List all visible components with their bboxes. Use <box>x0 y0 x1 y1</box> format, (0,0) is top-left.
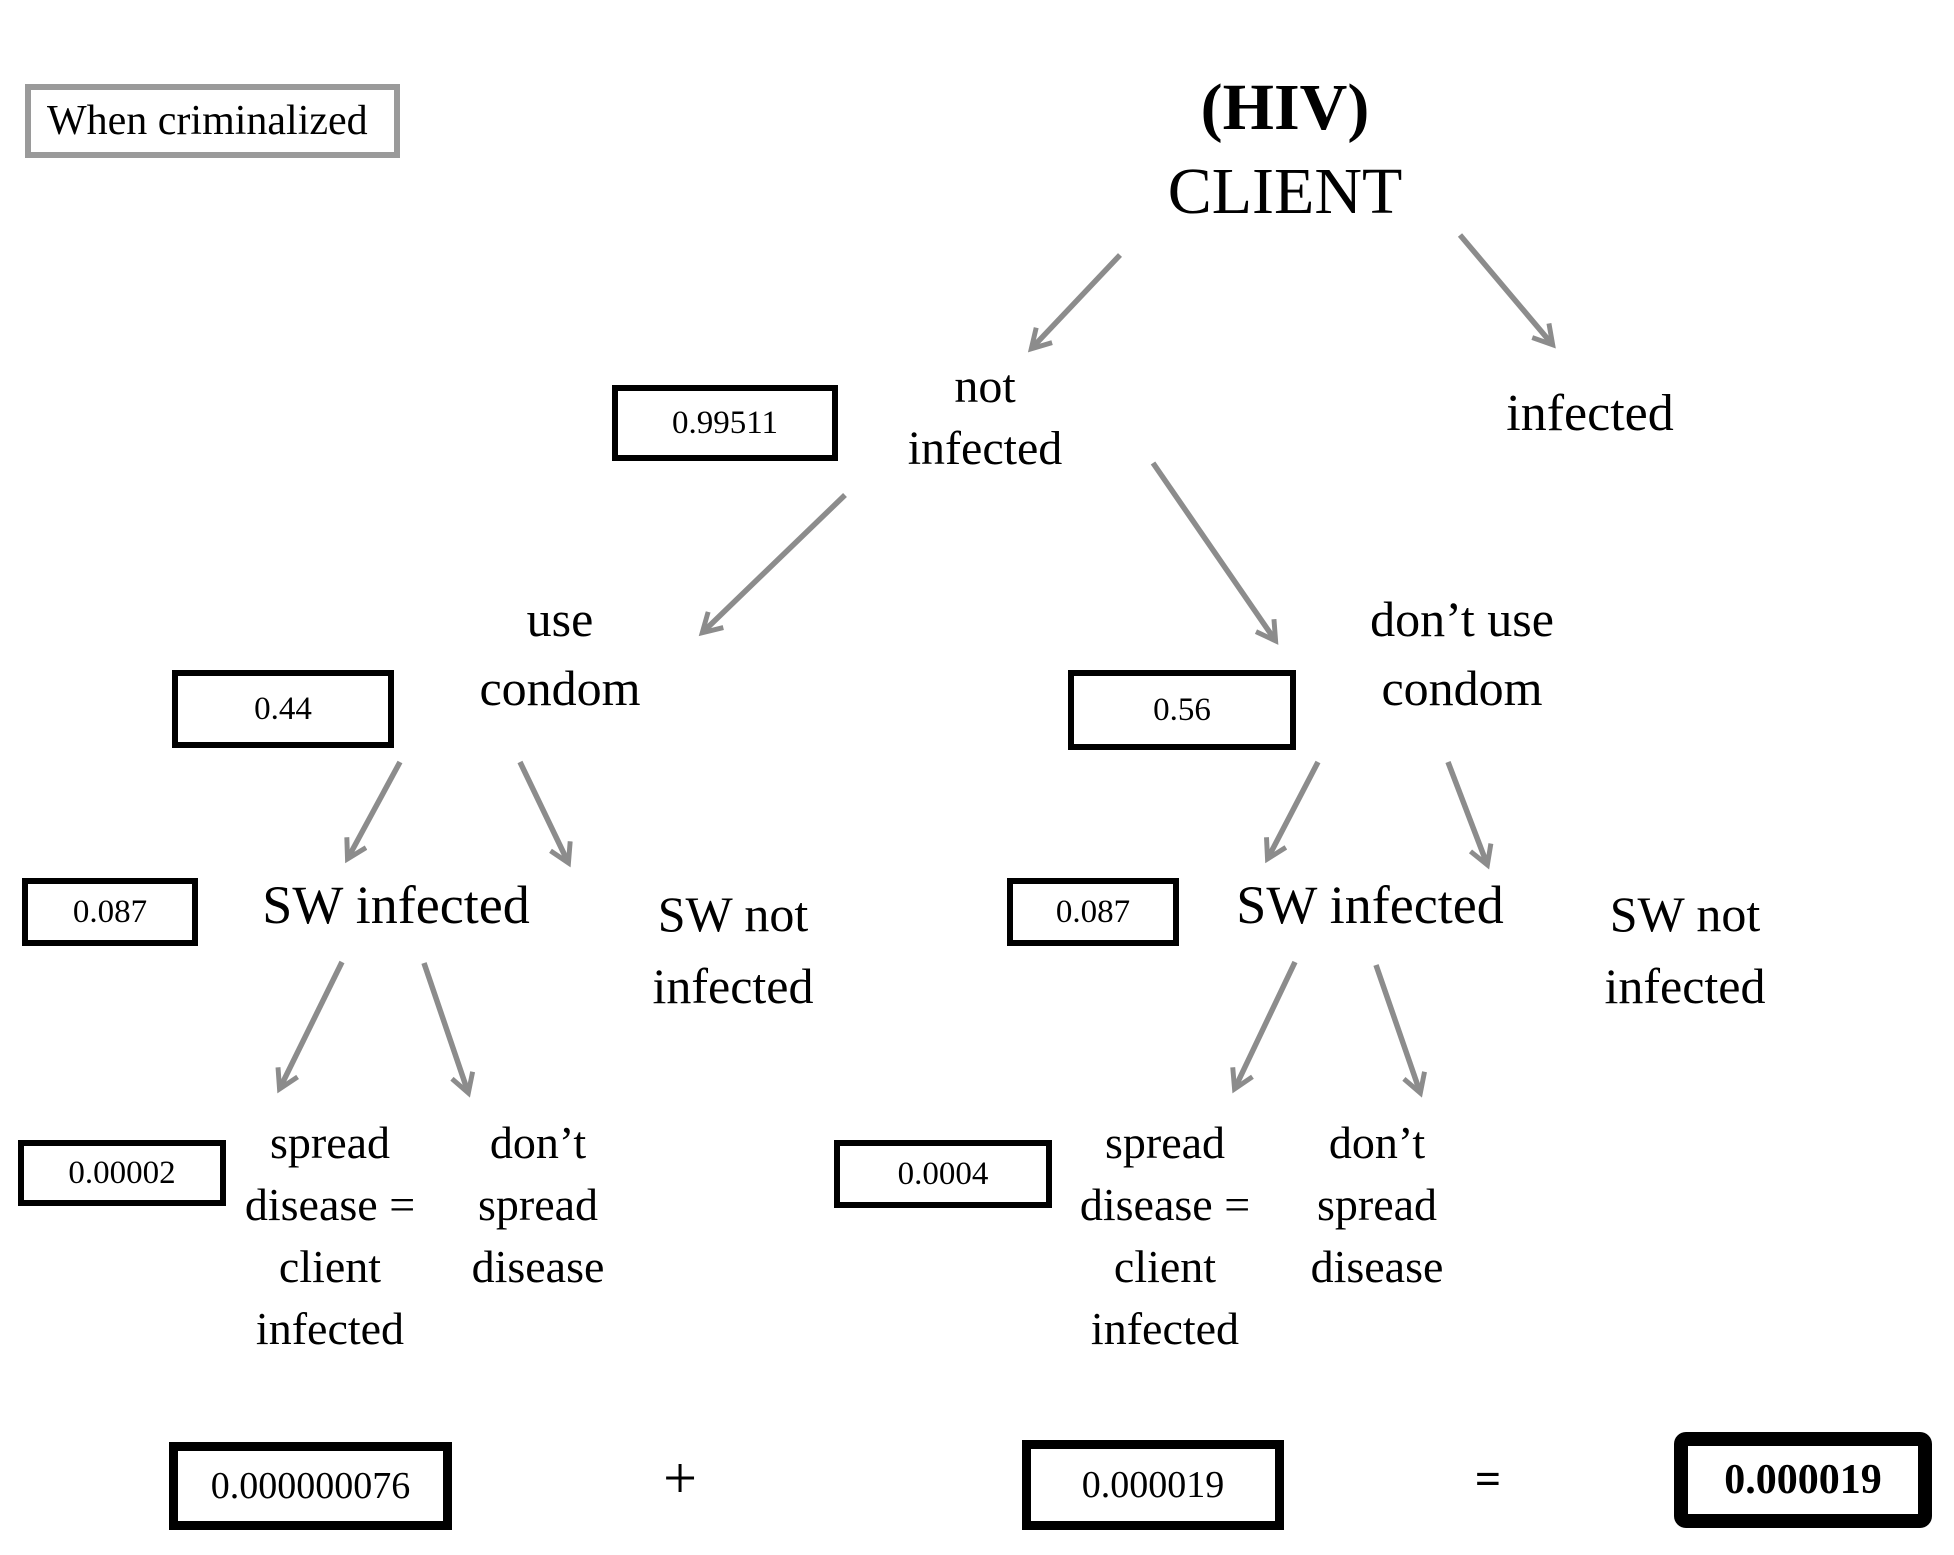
node-sw-not-infected-right: SW not infected <box>1604 886 1766 1014</box>
client-label: CLIENT <box>1167 155 1403 228</box>
sum-right-box: 0.000019 <box>1022 1440 1284 1530</box>
probability-box-not-infected: 0.99511 <box>612 385 838 461</box>
arrow-usecondom-to-sw-infected <box>348 760 403 858</box>
arrow-swinfected-l-to-spread <box>280 960 345 1088</box>
node-spread-disease-left: spread disease = client infected <box>244 1117 416 1354</box>
equals-sign: = <box>1474 1453 1502 1504</box>
arrow-client-to-infected <box>1457 233 1552 344</box>
probability-box-use-condom: 0.44 <box>172 670 394 748</box>
arrow-swinfected-l-to-dont-spread <box>421 962 468 1092</box>
root-node-client: (HIV) CLIENT <box>1095 66 1475 234</box>
node-sw-infected-left: SW infected <box>262 875 530 935</box>
probability-box-spread-right: 0.0004 <box>834 1140 1052 1208</box>
arrow-usecondom-to-sw-not-infected <box>517 760 568 862</box>
arrow-swinfected-r-to-spread <box>1235 960 1298 1088</box>
arrow-notinfected-to-dont-use-condom <box>1150 461 1275 640</box>
legend-label: When criminalized <box>47 98 368 144</box>
plus-sign: + <box>663 1445 697 1511</box>
result-box: 0.000019 <box>1674 1432 1932 1528</box>
node-infected: infected <box>1506 385 1674 442</box>
node-use-condom: use condom <box>479 591 641 716</box>
arrow-client-to-not-infected <box>1032 253 1122 348</box>
sum-left-box: 0.000000076 <box>169 1442 452 1530</box>
arrow-notinfected-to-use-condom <box>703 493 847 632</box>
node-sw-infected-right: SW infected <box>1236 875 1504 935</box>
node-dont-use-condom: don’t use condom <box>1370 591 1554 716</box>
arrow-dontuse-to-sw-infected <box>1268 760 1321 858</box>
probability-box-spread-left: 0.00002 <box>18 1140 226 1206</box>
node-dont-spread-right: don’t spread disease <box>1310 1117 1444 1292</box>
probability-box-sw-infected-right: 0.087 <box>1007 878 1179 946</box>
probability-box-sw-infected-left: 0.087 <box>22 878 198 946</box>
hiv-title: (HIV) <box>1200 71 1370 144</box>
arrow-swinfected-r-to-dont-spread <box>1373 964 1420 1092</box>
legend-box: When criminalized <box>25 84 400 158</box>
node-dont-spread-left: don’t spread disease <box>471 1117 605 1292</box>
probability-box-dont-use-condom: 0.56 <box>1068 670 1296 750</box>
node-spread-disease-right: spread disease = client infected <box>1079 1117 1251 1354</box>
node-not-infected: not infected <box>907 360 1063 475</box>
arrow-dontuse-to-sw-not-infected <box>1445 761 1487 864</box>
node-sw-not-infected-left: SW not infected <box>652 886 814 1014</box>
